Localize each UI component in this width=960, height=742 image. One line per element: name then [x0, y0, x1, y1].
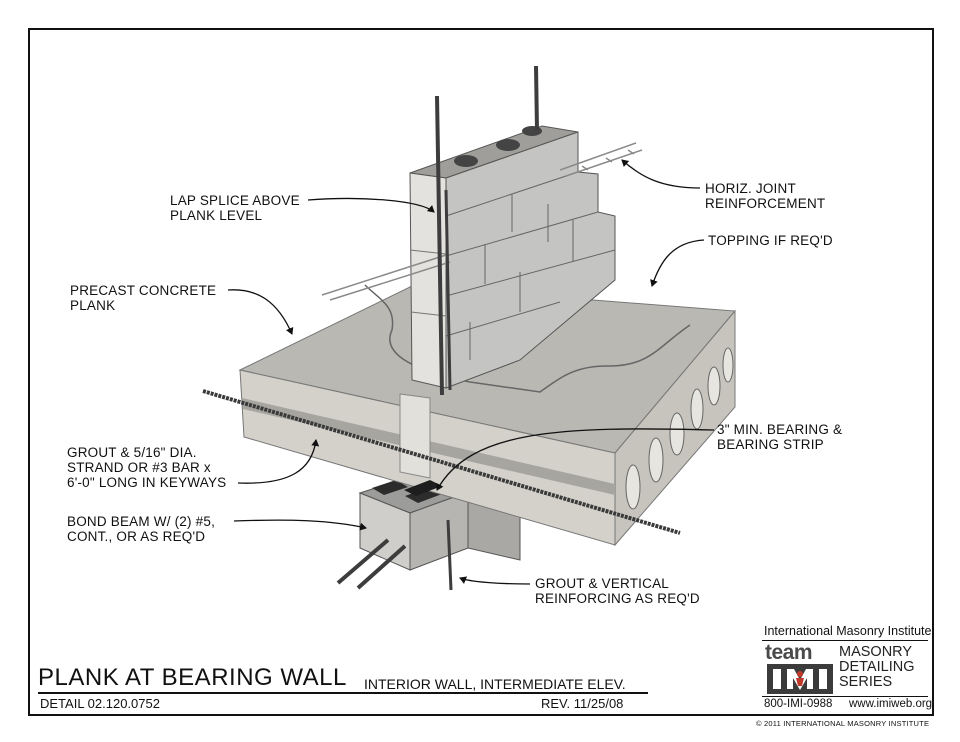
grout-strand-label: GROUT & 5/16" DIA. STRAND OR #3 BAR x 6'… [67, 445, 227, 490]
title-rule [38, 692, 648, 694]
bond-beam-label: BOND BEAM W/ (2) #5, CONT., OR AS REQ'D [67, 514, 216, 544]
horiz-joint-reinforcement [321, 142, 643, 301]
team-wordmark: team [765, 641, 813, 664]
series-name: MASONRY DETAILING SERIES [839, 644, 915, 690]
drawing-title: PLANK AT BEARING WALL [38, 664, 347, 691]
min-bearing-label: 3" MIN. BEARING & BEARING STRIP [717, 422, 843, 452]
bearing-strip [404, 480, 442, 496]
revision-date: REV. 11/25/08 [541, 696, 624, 711]
imi-logo [767, 664, 833, 694]
publisher-rule-bottom [762, 696, 928, 697]
lap-splice-label: LAP SPLICE ABOVE PLANK LEVEL [170, 193, 300, 223]
leader-lines [227, 159, 715, 585]
detail-number: DETAIL 02.120.0752 [40, 696, 160, 711]
drawing-frame [28, 28, 934, 716]
vertical-rebar [435, 65, 539, 396]
cmu-wall [409, 125, 616, 389]
horiz-joint-reinforcement-label: HORIZ. JOINT REINFORCEMENT [705, 181, 826, 211]
drawing-subtitle: INTERIOR WALL, INTERMEDIATE ELEV. [364, 676, 626, 692]
lower-vertical-rebar [446, 519, 453, 591]
keyway-strand [202, 389, 681, 535]
topping-label: TOPPING IF REQ'D [708, 233, 833, 248]
precast-plank-label: PRECAST CONCRETE PLANK [70, 283, 217, 313]
grout-vertical-label: GROUT & VERTICAL REINFORCING AS REQ'D [535, 576, 700, 606]
publisher-phone: 800-IMI-0988 [764, 698, 833, 710]
bond-beam-rebar [336, 538, 407, 590]
publisher-name: International Masonry Institute [764, 624, 932, 638]
copyright-notice: © 2011 INTERNATIONAL MASONRY INSTITUTE [756, 719, 930, 728]
publisher-website[interactable]: www.imiweb.org [849, 698, 933, 710]
publisher-rule-top [762, 640, 928, 641]
